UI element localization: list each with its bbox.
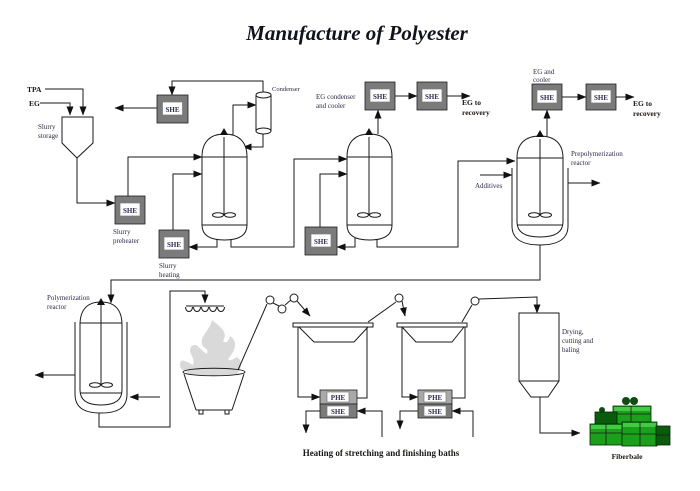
she-exchanger-slurry-preheater: SHE	[114, 195, 146, 225]
heating-baths-caption: Heating of stretching and finishing bath…	[303, 448, 460, 458]
svg-text:storage: storage	[38, 132, 58, 140]
she-exchanger-top-left: SHE	[156, 94, 189, 124]
polymerization-reactor	[74, 298, 128, 414]
svg-text:SHE: SHE	[314, 238, 328, 246]
she-exchanger-bath-1: SHE	[319, 403, 358, 419]
agitator-drive-icon	[220, 128, 228, 135]
slurry-storage-hopper	[61, 116, 94, 159]
svg-text:preheater: preheater	[113, 237, 140, 245]
slurry-storage-label: Slurry	[38, 123, 56, 131]
svg-text:cutting and: cutting and	[562, 337, 594, 345]
additives-label: Additives	[475, 182, 502, 190]
fiberbale-label: Fiberbale	[612, 452, 643, 461]
esterification-reactor-1	[201, 128, 248, 241]
svg-text:baling: baling	[562, 346, 580, 354]
she-exchanger-eg-condenser-2: SHE	[416, 81, 448, 111]
svg-text:reactor: reactor	[571, 159, 591, 167]
svg-text:SHE: SHE	[425, 93, 439, 101]
svg-text:heating: heating	[159, 271, 180, 279]
condenser-label: Condenser	[272, 86, 301, 93]
prepolymerization-reactor	[511, 130, 569, 246]
svg-text:recovery: recovery	[633, 109, 661, 118]
esterification-reactor-2	[346, 128, 393, 241]
drying-label: Drying,	[562, 328, 584, 336]
eg-stream-label: EG	[29, 99, 40, 108]
she-exchanger-slurry-heating: SHE	[158, 229, 190, 259]
svg-text:SHE: SHE	[594, 94, 608, 102]
fiberbale-illustration	[589, 397, 671, 447]
svg-text:SHE: SHE	[540, 94, 554, 102]
condenser-column	[255, 91, 272, 135]
svg-text:SHE: SHE	[167, 241, 181, 249]
prepolymerization-label: Prepolymerization	[571, 150, 623, 158]
polymerization-label: Polymerization	[47, 294, 90, 302]
eg-to-recovery-label-2: EG to	[633, 99, 652, 108]
svg-text:SHE: SHE	[165, 106, 179, 114]
agitator-drive-icon	[97, 298, 105, 305]
eg-condenser-cooler-label: EG condenser	[316, 93, 356, 101]
phe-exchanger-bath-1: PHE	[319, 389, 358, 405]
diagram-title: Manufacture of Polyester	[245, 21, 468, 45]
eg-and-cooler-label: EG and	[533, 68, 555, 76]
svg-text:SHE: SHE	[373, 93, 387, 101]
she-exchanger-reactor2-loop: SHE	[304, 226, 338, 256]
she-exchanger-bath-2: SHE	[417, 403, 453, 419]
drying-cutting-baling-column	[518, 312, 560, 398]
svg-text:cooler: cooler	[533, 76, 551, 84]
svg-text:SHE: SHE	[331, 408, 345, 416]
phe-exchanger-bath-2: PHE	[417, 389, 453, 405]
spinneret	[185, 305, 225, 312]
she-exchanger-eg-cooler-1: SHE	[531, 83, 563, 111]
finishing-bath-2	[396, 322, 474, 437]
svg-text:SHE: SHE	[428, 408, 442, 416]
svg-text:and cooler: and cooler	[316, 102, 346, 110]
slurry-heating-label: Slurry	[159, 262, 177, 270]
svg-text:recovery: recovery	[462, 108, 490, 117]
melt-pot	[182, 367, 246, 415]
svg-text:reactor: reactor	[47, 303, 67, 311]
process-pipes	[34, 80, 635, 437]
eg-to-recovery-label-1: EG to	[462, 98, 481, 107]
svg-text:PHE: PHE	[331, 394, 346, 402]
fiber-thread-rollers	[237, 293, 480, 371]
tpa-stream-label: TPA	[27, 85, 42, 94]
svg-text:PHE: PHE	[428, 394, 443, 402]
she-exchanger-eg-condenser-1: SHE	[364, 81, 396, 111]
she-exchanger-eg-cooler-2: SHE	[585, 83, 617, 111]
melt-flame	[179, 320, 242, 375]
agitator-drive-icon	[365, 128, 373, 135]
agitator-drive-icon	[536, 130, 544, 137]
slurry-preheater-label: Slurry	[113, 228, 131, 236]
svg-text:SHE: SHE	[123, 207, 137, 215]
stretching-bath-1	[292, 322, 383, 437]
